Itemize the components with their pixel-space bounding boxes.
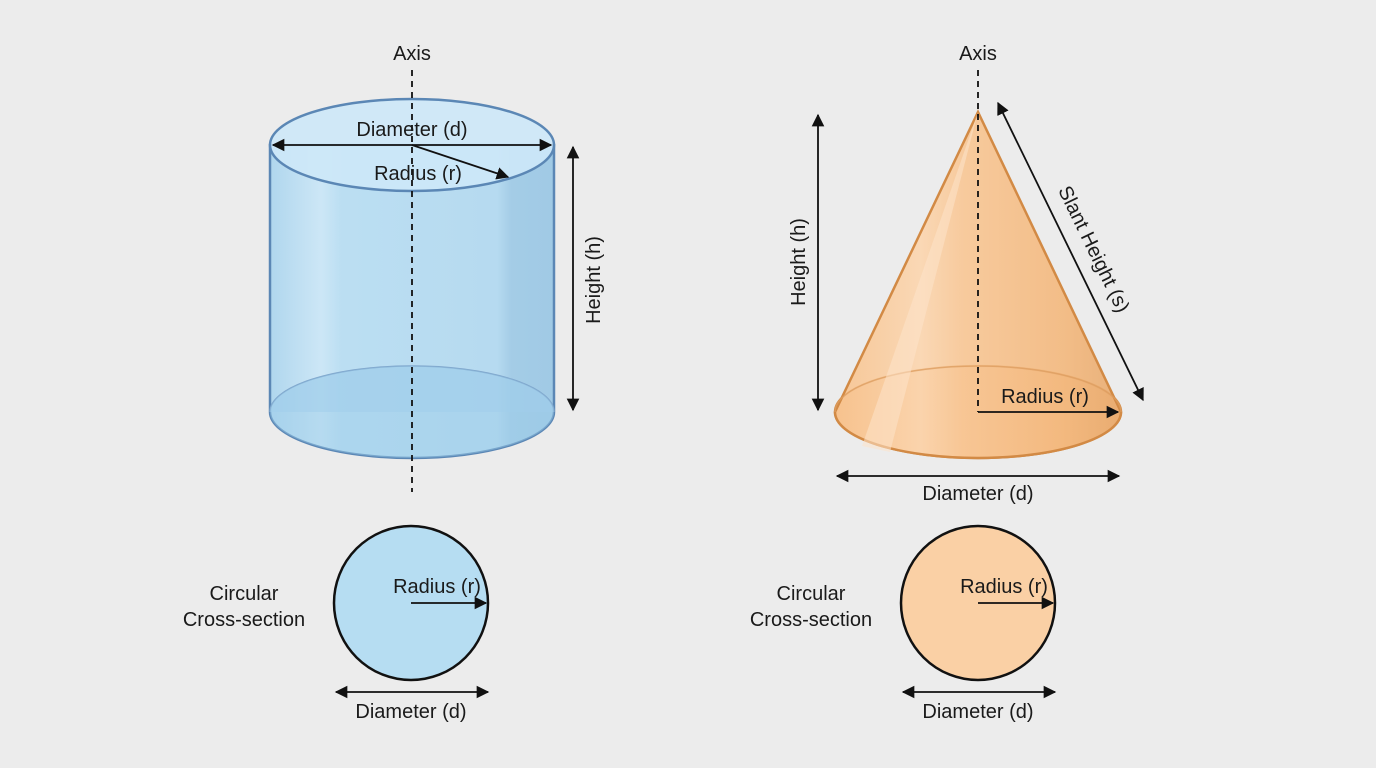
- cone-axis-label: Axis: [959, 43, 997, 65]
- cylinder-diameter-label: Diameter (d): [356, 119, 467, 141]
- cone-diameter-label: Diameter (d): [922, 483, 1033, 505]
- cylinder-figure: Axis Diameter (d) Radius (r) Height (h): [268, 43, 605, 492]
- cylinder-radius-label: Radius (r): [374, 163, 462, 185]
- cone-cross-section-title-line2: Cross-section: [750, 609, 872, 631]
- cylinder-cross-section-radius-label: Radius (r): [393, 576, 481, 598]
- cone-figure: Axis Radius (r) Height (h) Slant Height …: [788, 43, 1144, 505]
- cylinder-axis-label: Axis: [393, 43, 431, 65]
- cylinder-radius-arrow: [411, 144, 510, 180]
- cylinder-cross-section-diameter-label: Diameter (d): [355, 701, 466, 723]
- cone-radius-label: Radius (r): [1001, 386, 1089, 408]
- cone-cross-section: Radius (r) Diameter (d) Circular Cross-s…: [750, 524, 1057, 723]
- cone-cross-section-radius-label: Radius (r): [960, 576, 1048, 598]
- cylinder-cross-section: Radius (r) Diameter (d) Circular Cross-s…: [183, 524, 490, 723]
- cone-height-label: Height (h): [788, 218, 810, 306]
- cone-slant-arrow: [997, 101, 1144, 402]
- cone-cross-section-diameter-label: Diameter (d): [922, 701, 1033, 723]
- cylinder-cross-section-title-line2: Cross-section: [183, 609, 305, 631]
- cone-highlight: [862, 112, 978, 452]
- cylinder-height-label: Height (h): [583, 236, 605, 324]
- cylinder-cross-section-title-line1: Circular: [210, 583, 279, 605]
- cone-cross-section-title-line1: Circular: [777, 583, 846, 605]
